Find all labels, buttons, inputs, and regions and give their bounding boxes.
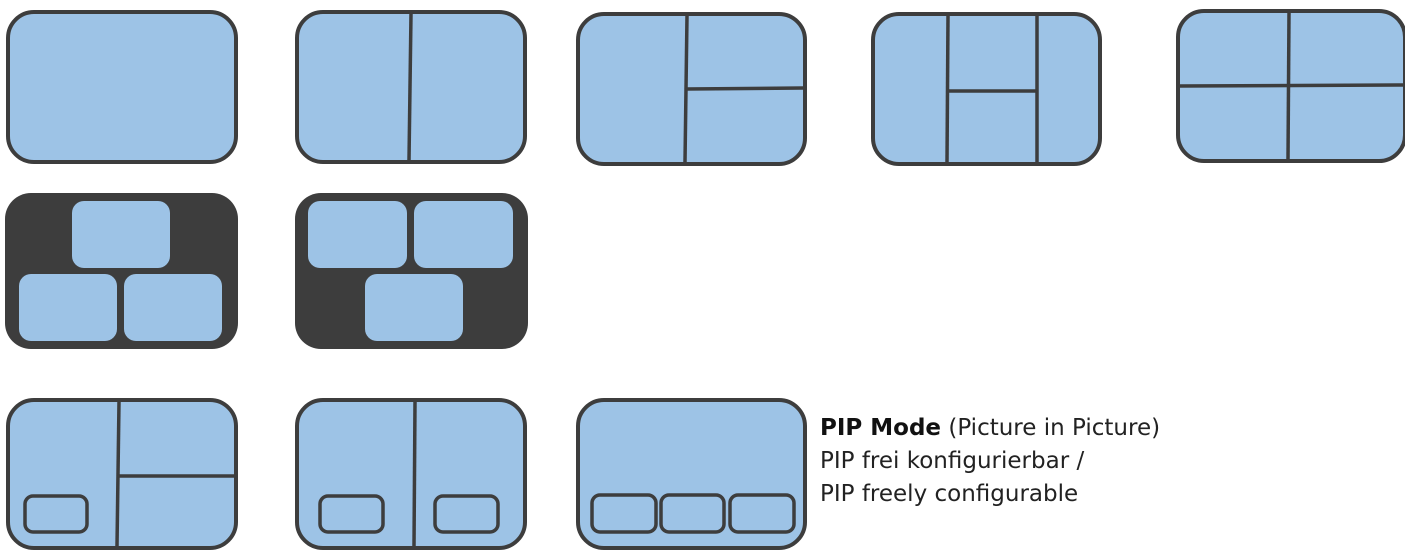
bottom-right-window-tile [124, 274, 222, 341]
pip-mode-caption: PIP Mode (Picture in Picture) PIP frei k… [820, 412, 1160, 511]
top-window-tile [72, 201, 170, 268]
caption-line-3: PIP freely configurable [820, 481, 1079, 507]
pip-triple-one-top-two-bottom-icon [5, 193, 238, 349]
three-column-center-split-layout-icon [871, 12, 1102, 166]
top-right-window-tile [414, 201, 513, 268]
quad-layout-icon [1176, 9, 1405, 163]
pip-inset-left [318, 494, 385, 534]
pip-full-with-three-insets-icon [576, 398, 807, 550]
pip-triple-two-top-one-bottom-icon [295, 193, 528, 349]
pip-inset-right [433, 494, 500, 534]
bottom-left-window-tile [19, 274, 117, 341]
caption-title-bold: PIP Mode [820, 415, 942, 441]
bottom-window-tile [365, 274, 463, 341]
caption-line-1: PIP Mode (Picture in Picture) [820, 412, 1160, 445]
vertical-divider [115, 401, 121, 547]
pip-inset-left [590, 493, 658, 534]
horizontal-divider [1179, 83, 1404, 88]
split-two-vertical-layout-icon [295, 10, 527, 164]
pip-one-plus-two-with-inset-icon [6, 398, 238, 550]
pip-inset-center [659, 493, 726, 534]
left-column-divider [945, 15, 950, 163]
vertical-divider [412, 401, 417, 547]
pip-inset-bottom-left [23, 494, 89, 534]
caption-title-rest: (Picture in Picture) [941, 415, 1161, 441]
screen-frame [6, 10, 238, 164]
pip-inset-right [728, 493, 796, 534]
caption-line-2: PIP frei konfigurierbar / [820, 448, 1085, 474]
single-view-layout-icon [6, 10, 238, 164]
horizontal-divider [685, 86, 804, 91]
top-left-window-tile [308, 201, 407, 268]
screen-frame [871, 12, 1102, 166]
vertical-divider [407, 13, 413, 161]
pip-split-with-two-insets-icon [295, 398, 527, 550]
one-plus-two-layout-icon [576, 12, 807, 166]
